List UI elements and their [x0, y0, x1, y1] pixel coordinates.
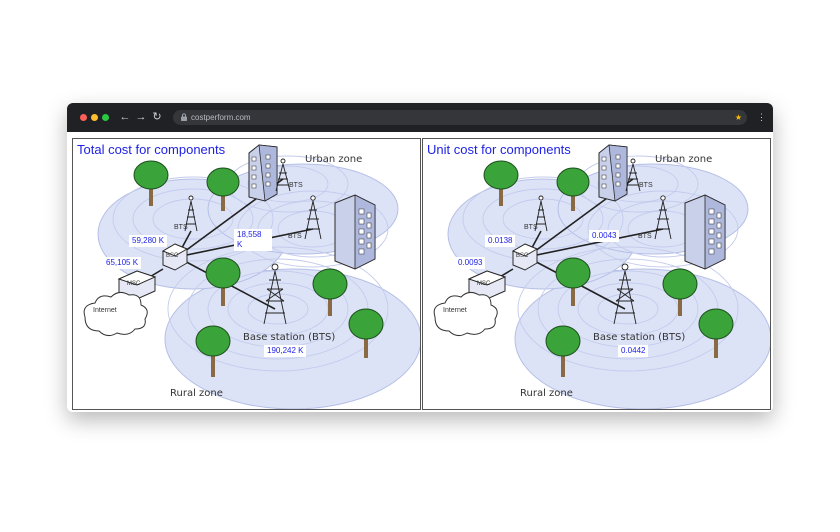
rural-zone-label: Rural zone — [520, 388, 573, 399]
base-station-label: Base station (BTS) — [593, 332, 686, 343]
unit-cost-panel: Unit cost for components Urban zone Rura… — [422, 138, 771, 410]
panel-title: Total cost for components — [77, 142, 226, 157]
panel-title: Unit cost for components — [427, 142, 571, 157]
browser-window: ← → ↻ costperform.com ★ ⋮ — [67, 103, 773, 412]
urban-zone-label: Urban zone — [655, 154, 713, 165]
bts-right-label: BTS — [288, 233, 302, 240]
window-minimize-button[interactable] — [91, 114, 98, 121]
total-cost-panel: Total cost for components Urban zone Rur… — [72, 138, 421, 410]
window-maximize-button[interactable] — [102, 114, 109, 121]
urban-zone-label: Urban zone — [305, 154, 363, 165]
star-icon[interactable]: ★ — [734, 113, 742, 122]
cost-value-bts-right: 0.0043 — [589, 230, 620, 242]
cost-value-msc: 0.0093 — [455, 257, 486, 269]
cost-value-bts-left: 59,280 K — [129, 235, 168, 247]
base-station-label: Base station (BTS) — [243, 332, 336, 343]
window-close-button[interactable] — [80, 114, 87, 121]
bts-top-label: BTS — [289, 182, 303, 189]
bts-left-label: BTS — [174, 224, 188, 231]
rural-zone-label: Rural zone — [170, 388, 223, 399]
cost-value-msc: 65,105 K — [103, 257, 142, 269]
cost-value-bts-left: 0.0138 — [485, 235, 516, 247]
bsc-label: BSC — [516, 253, 529, 259]
address-bar[interactable]: costperform.com ★ — [173, 110, 747, 125]
bts-left-label: BTS — [524, 224, 538, 231]
msc-label: MSC — [127, 281, 141, 287]
internet-label: Internet — [93, 307, 117, 314]
bsc-label: BSC — [166, 253, 179, 259]
back-button[interactable]: ← — [117, 109, 133, 125]
bts-top-label: BTS — [639, 182, 653, 189]
url-text: costperform.com — [191, 113, 251, 122]
msc-label: MSC — [477, 281, 491, 287]
network-diagram — [83, 144, 420, 409]
internet-label: Internet — [443, 307, 467, 314]
browser-toolbar: ← → ↻ costperform.com ★ ⋮ — [67, 103, 773, 132]
cost-value-base-station: 0.0442 — [618, 345, 649, 357]
cost-value-base-station: 190,242 K — [264, 345, 307, 357]
arrow-left-icon: ← — [119, 111, 131, 123]
arrow-right-icon: → — [135, 111, 147, 123]
kebab-menu-icon[interactable]: ⋮ — [757, 112, 766, 122]
cost-value-bts-right: 18,558 K — [234, 229, 272, 251]
reload-button[interactable]: ↻ — [149, 109, 165, 125]
lock-icon — [181, 113, 187, 121]
bts-right-label: BTS — [638, 233, 652, 240]
page-content: Total cost for components Urban zone Rur… — [67, 132, 773, 412]
forward-button[interactable]: → — [133, 109, 149, 125]
network-diagram — [433, 144, 770, 409]
reload-icon: ↻ — [152, 111, 162, 123]
